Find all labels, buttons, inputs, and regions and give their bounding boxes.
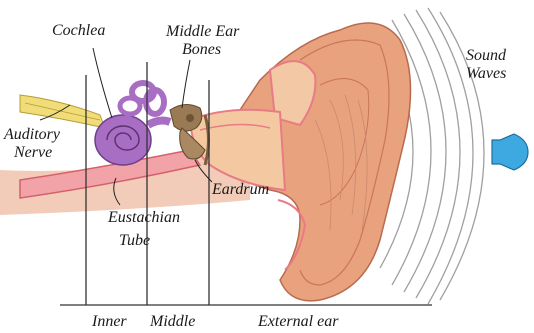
cochlea [95, 83, 170, 165]
label-middle-ear-bones-2: Bones [182, 42, 221, 58]
auditory-nerve [20, 95, 105, 128]
label-cochlea: Cochlea [52, 23, 105, 39]
label-region-inner: Inner [92, 314, 127, 330]
label-middle-ear-bones-1: Middle Ear [166, 24, 239, 40]
label-auditory-nerve-2: Nerve [14, 145, 52, 161]
label-auditory-nerve-1: Auditory [4, 127, 60, 143]
label-eustachian-2: Tube [119, 233, 150, 249]
label-eardrum: Eardrum [212, 182, 269, 198]
label-sound-waves-2: Waves [466, 66, 506, 82]
label-region-middle: Middle [150, 314, 195, 330]
label-eustachian-1: Eustachian [108, 210, 180, 226]
label-region-external: External ear [258, 314, 338, 330]
label-sound-waves-1: Sound [466, 48, 506, 64]
speaker-icon [492, 134, 528, 170]
